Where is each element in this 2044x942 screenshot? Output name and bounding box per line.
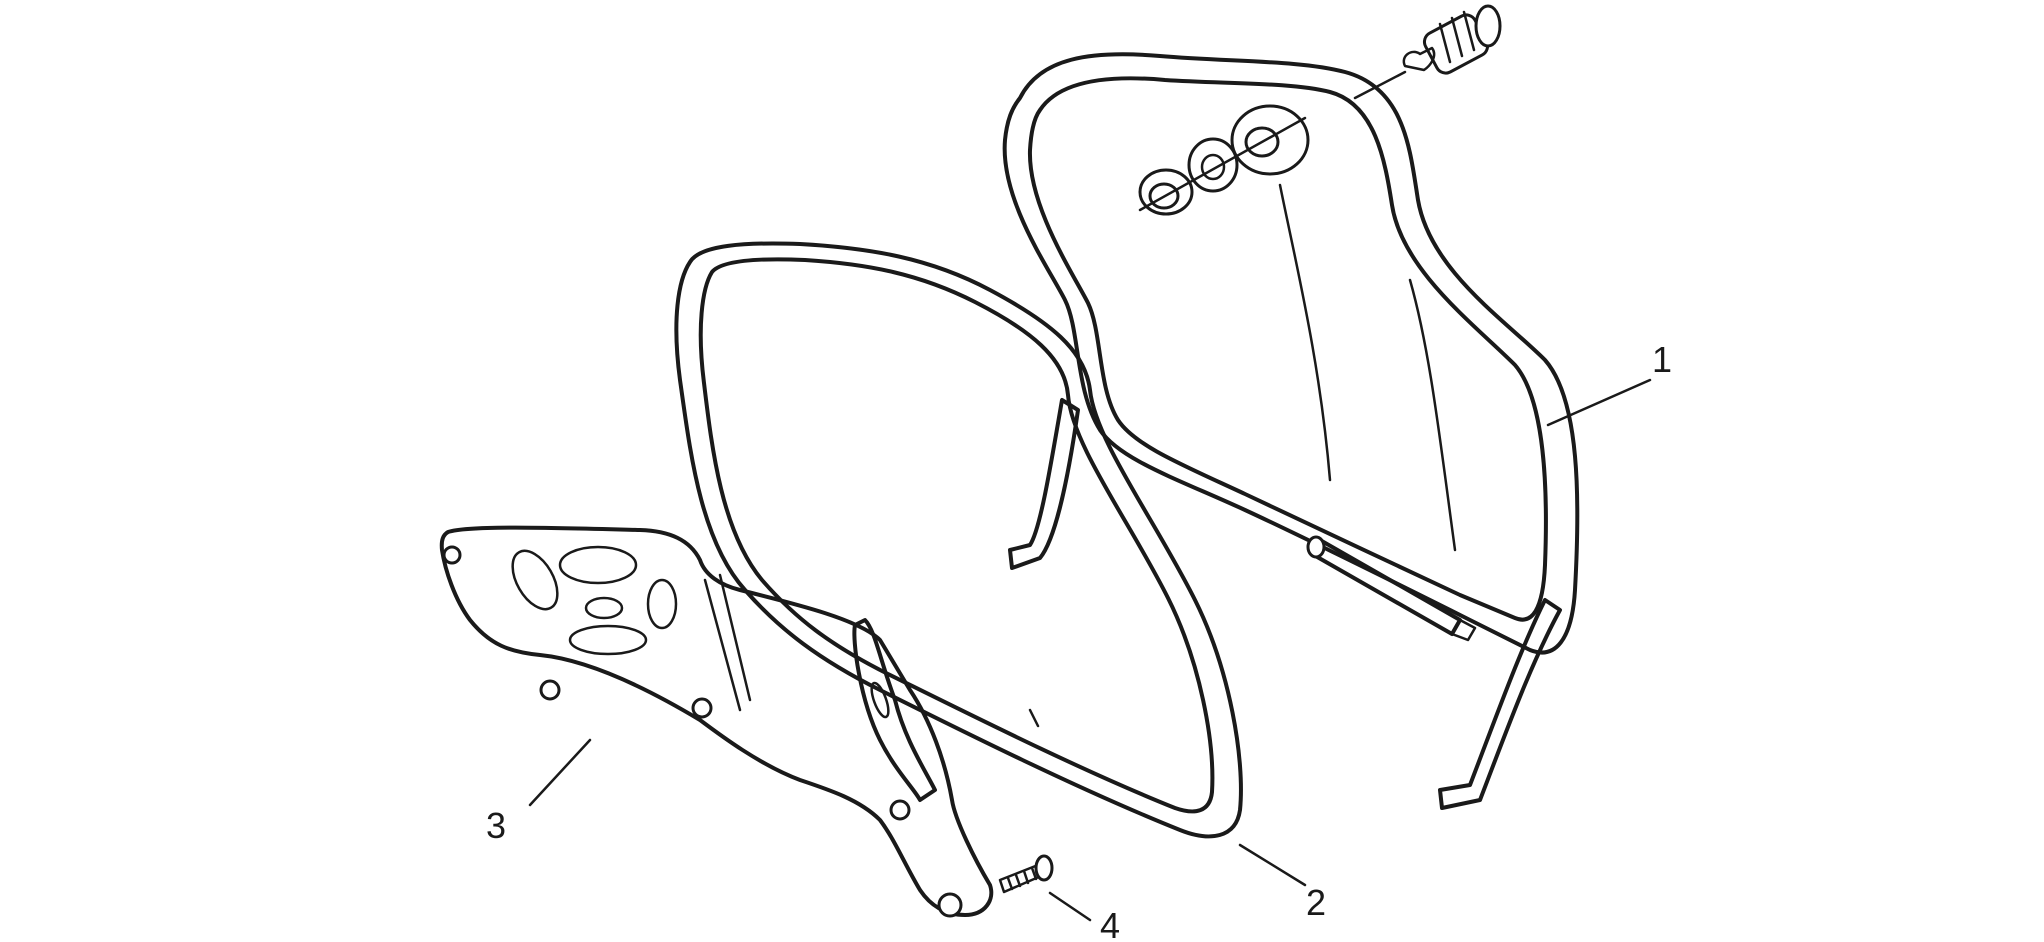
- lock-cylinder-assembly: [1138, 4, 1502, 216]
- part-3-mounting-bracket: [439, 525, 994, 918]
- part-1-panel-line-a: [1278, 183, 1332, 482]
- part-3-cutout-c: [584, 596, 624, 620]
- part-3-hole-right: [889, 799, 911, 821]
- part-3-hole-lower-left: [539, 679, 561, 701]
- part-3-hole-middle: [691, 697, 713, 719]
- callout-3: 3: [486, 805, 506, 846]
- part-1-rail-rod-end: [1306, 535, 1326, 559]
- lock-pin: [1402, 46, 1436, 72]
- leader-line-2: [1238, 843, 1307, 887]
- part-3-arm-slot: [870, 681, 890, 719]
- lock-cylinder-face: [1474, 4, 1502, 48]
- callout-2: 2: [1306, 882, 1326, 923]
- part-3-cutout-b: [558, 545, 638, 585]
- part-1-panel-line-b: [1408, 278, 1457, 552]
- part-1-rear-frame: [1002, 52, 1580, 810]
- part-4-screw: [998, 854, 1054, 894]
- part-1-rail-tip: [1450, 618, 1477, 642]
- part-3-hole-top-left: [442, 545, 462, 565]
- hardware-axis-line: [1138, 116, 1307, 212]
- part-3-cutout-e: [568, 624, 648, 656]
- part-2-outer-edge: [674, 241, 1243, 839]
- part-3-cutout-d: [646, 578, 678, 630]
- leader-line-3: [528, 738, 592, 807]
- washer-toothed: [1187, 137, 1239, 193]
- part-3-cutout-a: [511, 549, 559, 611]
- callout-1: 1: [1652, 339, 1672, 380]
- screw-threads: [1006, 866, 1038, 891]
- part-2-inner-edge: [698, 257, 1215, 814]
- part-3-upright-arm: [852, 618, 937, 802]
- leader-line-4: [1048, 891, 1092, 922]
- lock-cylinder-ribs: [1438, 10, 1476, 64]
- part-1-inner-edge: [1027, 76, 1548, 622]
- part-2-seam: [1028, 708, 1040, 728]
- lock-axis-line: [1353, 70, 1407, 100]
- part-1-left-strap: [1008, 398, 1080, 570]
- part-1-lower-bracket: [1438, 598, 1562, 810]
- washer-toothed-inner: [1200, 153, 1226, 181]
- callout-4: 4: [1100, 905, 1120, 942]
- part-3-strut-b: [718, 573, 752, 702]
- part-1-outer-edge: [1002, 52, 1580, 655]
- part-3-hole-bottom: [937, 892, 963, 918]
- screw-head: [1034, 854, 1054, 882]
- part-3-strut-a: [703, 578, 742, 712]
- part-3-plate-outline: [439, 525, 994, 917]
- part-2-gasket-frame: [674, 241, 1243, 839]
- leader-line-1: [1546, 378, 1652, 427]
